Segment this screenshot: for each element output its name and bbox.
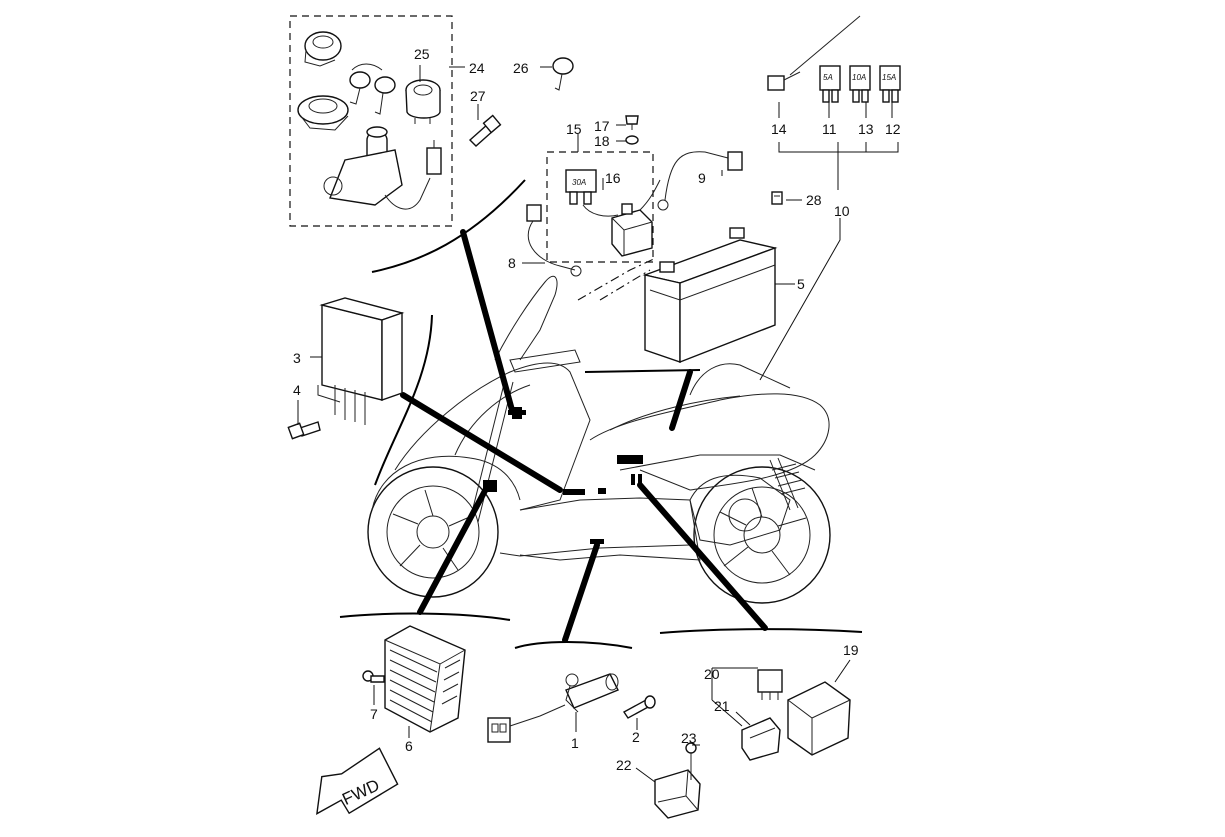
bolt-4-icon (287, 421, 321, 440)
bolt-27-icon (468, 114, 502, 147)
part-number-18: 18 (594, 133, 610, 149)
bolt-2-icon (622, 695, 656, 719)
relay-20 (757, 669, 783, 700)
part-number-15: 15 (566, 121, 582, 137)
part-number-13: 13 (858, 121, 874, 137)
part-number-9: 9 (698, 170, 706, 186)
part-number-19: 19 (843, 642, 859, 658)
fuse-12-rating: 15A (882, 73, 896, 82)
part-number-4: 4 (293, 382, 301, 398)
fwd-direction-badge: FWD (316, 747, 399, 815)
bracket-20-21 (711, 667, 758, 727)
battery-5 (642, 227, 778, 364)
callout-leaders (339, 179, 863, 649)
part-number-24: 24 (469, 60, 485, 76)
part-number-6: 6 (405, 738, 413, 754)
clip-28-icon (771, 191, 783, 205)
part-number-22: 22 (616, 757, 632, 773)
part-number-23: 23 (681, 730, 697, 746)
sensor-1 (487, 673, 619, 743)
fuse-11-rating: 5A (823, 73, 833, 82)
control-unit-19 (787, 681, 851, 756)
spare-fuses: 5A 10A 15A (767, 15, 901, 190)
lead-wire-9 (657, 151, 743, 211)
rectifier-regulator-6 (384, 625, 466, 733)
part-number-14: 14 (771, 121, 787, 137)
part-number-16: 16 (605, 170, 621, 186)
part-number-26: 26 (513, 60, 529, 76)
part-number-5: 5 (797, 276, 805, 292)
ground-link-line (577, 257, 657, 301)
part-number-27: 27 (470, 88, 486, 104)
part-number-17: 17 (594, 118, 610, 134)
relay-holder-21 (741, 717, 781, 761)
key-26-icon (552, 57, 574, 91)
fuse-13-rating: 10A (852, 73, 866, 82)
sensor-22 (654, 769, 701, 819)
part-number-10: 10 (834, 203, 850, 219)
scooter-illustration (367, 275, 831, 604)
part-number-3: 3 (293, 350, 301, 366)
part-number-12: 12 (885, 121, 901, 137)
ground-link-line-2 (599, 269, 651, 301)
part-number-2: 2 (632, 729, 640, 745)
part-number-21: 21 (714, 698, 730, 714)
label-leaders (297, 65, 893, 783)
ecu-unit-3 (317, 297, 405, 425)
part-number-1: 1 (571, 735, 579, 751)
part-number-20: 20 (704, 666, 720, 682)
fuse-box-group: 30A (546, 115, 661, 263)
lead-wire-8 (526, 204, 582, 277)
part-number-25: 25 (414, 46, 430, 62)
fuse-16-rating: 30A (572, 178, 586, 187)
part-number-7: 7 (370, 706, 378, 722)
part-number-11: 11 (822, 121, 837, 137)
part-number-28: 28 (806, 192, 822, 208)
part-number-labels: 1 2 3 4 5 6 7 8 9 10 11 12 13 14 15 16 1… (293, 46, 901, 773)
main-switch-lock-set-group (289, 15, 453, 227)
bolt-7-icon (362, 670, 385, 683)
part-number-8: 8 (508, 255, 516, 271)
